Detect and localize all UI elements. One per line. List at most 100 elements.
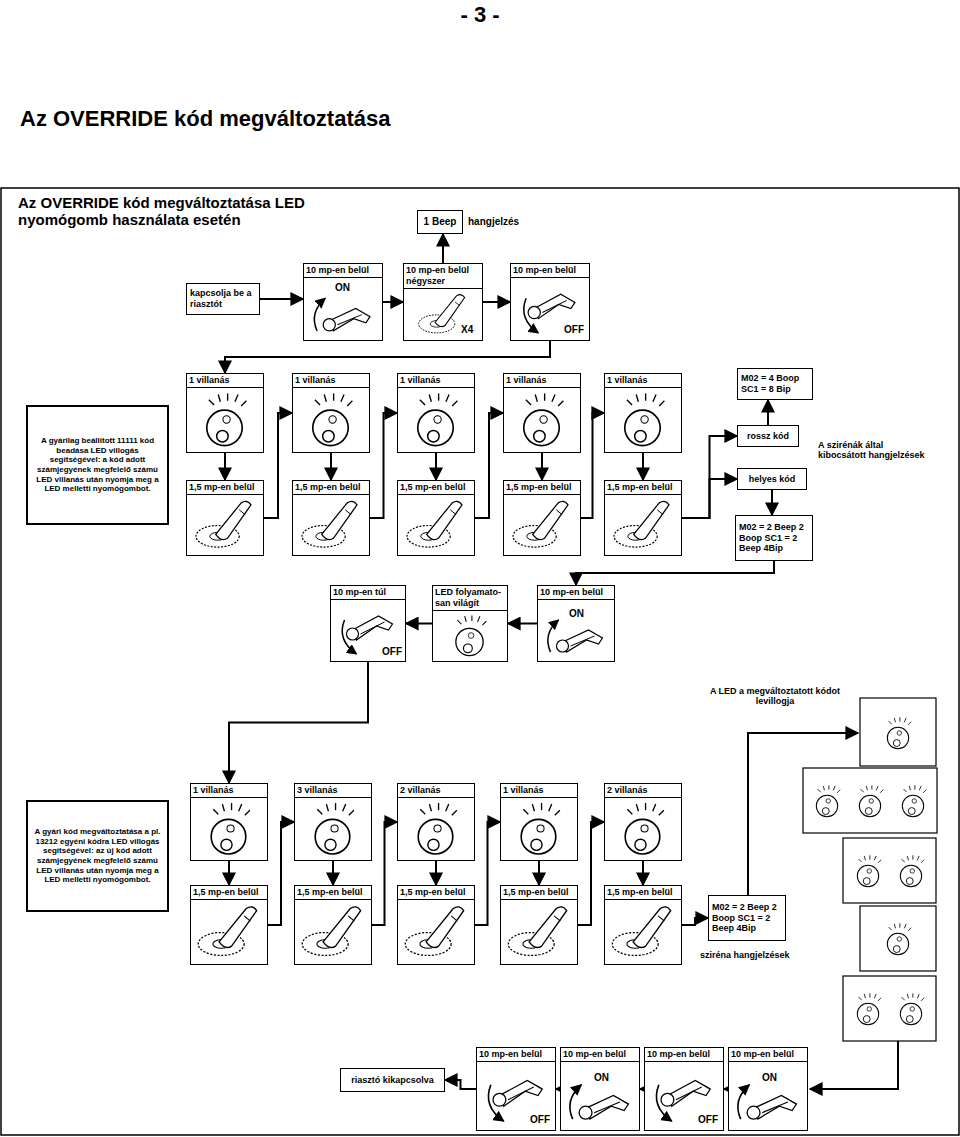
step-panel: 1,5 mp-en belül (604, 480, 682, 556)
press-icon (188, 497, 261, 552)
step-panel: 1,5 mp-en belül (500, 885, 578, 965)
box-text: 1 Beep (424, 216, 457, 228)
flow-arrow (442, 234, 444, 263)
process-box: M02 = 2 Beep 2 Boop SC1 = 2 Beep 4Bip (735, 515, 813, 561)
action-mark: ON (593, 1072, 610, 1083)
flow-arrow (224, 453, 226, 480)
step-panel: 1,5 mp-en belül (604, 885, 682, 965)
step-heading: 1,5 mp-en belül (191, 886, 267, 900)
step-heading: 1,5 mp-en belül (295, 886, 371, 900)
step-panel: 1,5 mp-en belül (294, 885, 372, 965)
box-text: M02 = 2 Beep 2 Boop SC1 = 2 Beep 4Bip (712, 902, 782, 934)
box-text: kapcsolja be a riasztót (190, 288, 256, 310)
flow-arrow (445, 1080, 476, 1089)
process-box: M02 = 2 Beep 2 Boop SC1 = 2 Beep 4Bip (708, 895, 786, 941)
led-icon (505, 390, 578, 449)
step-heading: 1,5 mp-en belül (398, 886, 474, 900)
step-heading: 1 villanás (187, 374, 263, 388)
step-heading: 10 mp-en belül (304, 264, 382, 278)
box-text: helyes kód (749, 474, 796, 485)
box-text: M02 = 2 Beep 2 Boop SC1 = 2 Beep 4Bip (739, 522, 809, 554)
step-heading: 10 mp-en belül (645, 1048, 723, 1062)
led-icon (399, 390, 472, 449)
step-panel: 1 villanás (292, 373, 370, 453)
flow-line (810, 1041, 898, 1089)
box-text: M02 = 4 Boop SC1 = 8 Bip (741, 373, 809, 395)
step-panel: 1,5 mp-en belül (503, 480, 581, 556)
step-heading: 1 villanás (191, 784, 267, 798)
led-flash-column (803, 698, 937, 1041)
led-icon (606, 800, 679, 857)
process-box: rossz kód (737, 425, 799, 447)
flow-arrow (642, 453, 644, 480)
note-label: - 3 - (430, 2, 530, 27)
flow-arrow (435, 861, 437, 885)
step-panel: 1,5 mp-en belül (186, 480, 264, 556)
step-heading: 1,5 mp-en belül (504, 481, 580, 495)
step-heading: 1,5 mp-en belül (398, 481, 474, 495)
flow-arrow (383, 301, 403, 303)
action-mark: X4 (460, 324, 474, 335)
press-icon (399, 497, 472, 552)
step-panel: 10 mp-en belülON (560, 1047, 640, 1131)
action-mark: ON (568, 608, 585, 619)
led-icon (192, 800, 265, 857)
step-heading: 1,5 mp-en belül (605, 481, 681, 495)
flow-arrow (682, 918, 708, 925)
flow-arrow (483, 301, 510, 303)
flow-arrow (372, 822, 397, 925)
flow-arrow (435, 453, 437, 480)
flow-arrow (771, 490, 773, 515)
press-icon (606, 902, 679, 961)
step-heading: 1 villanás (501, 784, 577, 798)
flow-arrow (370, 413, 397, 518)
step-panel: 1,5 mp-en belül (292, 480, 370, 556)
action-mark: OFF (563, 324, 585, 335)
flow-arrow (578, 822, 604, 925)
step-panel: 1 villanás (604, 373, 682, 453)
led-icon (606, 390, 679, 449)
flow-arrow (475, 822, 500, 925)
flow-arrow (538, 861, 540, 885)
note-box: A gyárilag beállított 11111 kód beadása … (26, 405, 169, 525)
flow-arrow (475, 413, 503, 518)
step-heading: 3 villanás (295, 784, 371, 798)
note-label: Az OVERRIDE kód megváltoztatása LED nyom… (18, 194, 358, 229)
note-box: A gyári kód megváltoztatása a pl. 13212 … (26, 800, 169, 912)
flow-arrow (332, 861, 334, 885)
process-box: M02 = 4 Boop SC1 = 8 Bip (737, 368, 813, 400)
press-icon (192, 902, 265, 961)
step-panel: 10 mp-en belülON (537, 585, 615, 662)
step-panel: 1,5 mp-en belül (397, 885, 475, 965)
step-heading: 1,5 mp-en belül (501, 886, 577, 900)
step-heading: 10 mp-en belül (477, 1048, 555, 1062)
box-text: riasztó kikapcsolva (351, 1075, 434, 1086)
step-heading: 10 mp-en belül (511, 264, 589, 278)
step-heading: LED folyamato-san világít (433, 586, 507, 611)
led-icon (296, 800, 369, 857)
flow-arrow (260, 298, 303, 300)
action-mark: ON (761, 1072, 778, 1083)
step-heading: 1 villanás (293, 374, 369, 388)
step-heading: 10 mp-en belül négyszer (404, 264, 482, 289)
step-panel: 2 villanás (397, 783, 475, 861)
process-box: kapcsolja be a riasztót (186, 283, 260, 315)
step-panel: 10 mp-en belülOFF (644, 1047, 724, 1131)
process-box: helyes kód (737, 468, 807, 490)
step-panel: 10 mp-en belülOFF (476, 1047, 556, 1131)
step-panel: 3 villanás (294, 783, 372, 861)
step-panel: 1 villanás (190, 783, 268, 861)
step-heading: 10 mp-en belül (729, 1048, 807, 1062)
instruction-text: A gyári kód megváltoztatása a pl. 13212 … (32, 827, 163, 885)
step-heading: 2 villanás (398, 784, 474, 798)
note-label: A szirénák által kibocsátott hangjelzése… (818, 440, 933, 461)
press-icon (502, 902, 575, 961)
flow-arrow (576, 561, 774, 585)
action-mark: OFF (697, 1114, 719, 1125)
flow-arrow (406, 623, 432, 625)
action-mark: ON (334, 282, 351, 293)
diagram-frame (1, 188, 959, 1135)
step-heading: 1 villanás (398, 374, 474, 388)
